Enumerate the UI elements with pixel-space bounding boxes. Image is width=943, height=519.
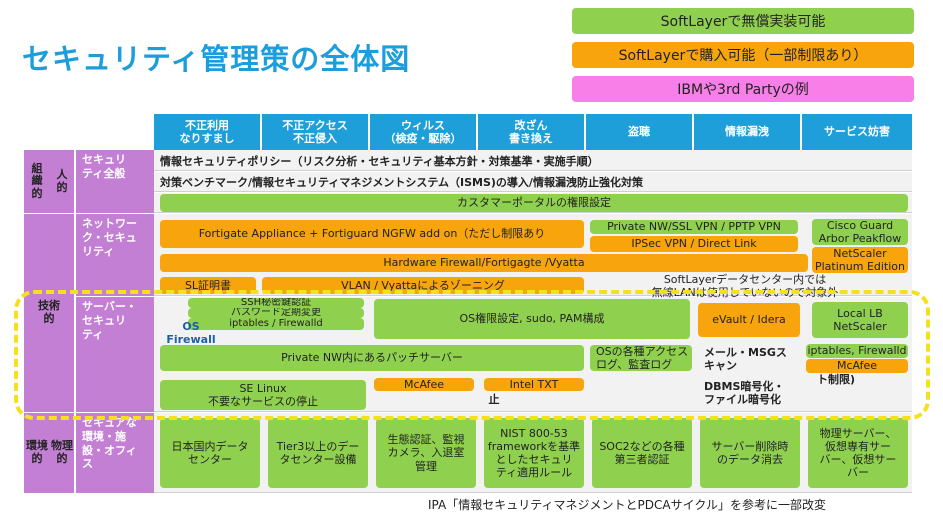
private-vpn-box: Private NW/SSL VPN / PPTP VPN <box>590 220 798 234</box>
subcategory-server: サーバー・ セキュリ ティ <box>76 297 154 412</box>
tier3-box: Tier3以上のデー タセンター設備 <box>268 418 368 488</box>
mcafee-right-box: McAfee <box>806 359 908 373</box>
category-organizational: 組 織 的 <box>24 150 50 213</box>
header-intrusion: 不正アクセス 不正侵入 <box>262 114 368 150</box>
hardware-firewall-box: Hardware Firewall/Fortigagte /Vyatta <box>160 254 808 272</box>
legend-free: SoftLayerで無償実装可能 <box>572 8 914 34</box>
header-tampering: 改ざん 書き換え <box>478 114 584 150</box>
header-eavesdrop: 盗聴 <box>586 114 692 150</box>
dbms-label: DBMS暗号化・ ファイル暗号化 <box>704 379 785 406</box>
customer-portal-box: カスタマーポータルの権限設定 <box>160 194 908 212</box>
cisco-box: Cisco Guard Arbor Peakflow <box>812 219 908 245</box>
legend-free-label: SoftLayerで無償実装可能 <box>660 14 826 30</box>
ssh-box: SSH秘密鍵認証 <box>188 298 364 308</box>
legend-purchase-label: SoftLayerで購入可能（一部制限あり） <box>618 48 868 64</box>
password-box: パスワード定期変更 <box>188 308 364 318</box>
header-impersonation: 不正利用 なりすまし <box>154 114 260 150</box>
grid-row-policy <box>154 150 912 171</box>
evault-box: eVault / Idera <box>698 303 800 337</box>
ipsec-box: IPSec VPN / Direct Link <box>590 236 798 252</box>
patch-server-box: Private NW内にあるパッチサーバー <box>160 345 584 371</box>
header-virus: ウィルス （検疫・駆除） <box>370 114 476 150</box>
benchmark-text: 対策ベンチマーク/情報セキュリティマネジメントシステム（ISMS)の導入/情報漏… <box>160 176 643 189</box>
mail-scan-label: メール・MSGス キャン <box>704 345 787 372</box>
netscaler-platinum-box: NetScaler Platinum Edition <box>812 247 908 273</box>
vlan-box: VLAN / Vyattaによるゾーニング <box>262 277 584 294</box>
highlight-dashed-frame <box>14 290 930 420</box>
legend-3rd-party: IBMや3rd Partyの例 <box>572 76 914 102</box>
page-title: セキュリティ管理策の全体図 <box>22 42 411 76</box>
category-technical: 技術 的 <box>24 214 74 412</box>
iptables2-box: iptables, Firewalld <box>806 344 908 358</box>
category-personal: 人 的 <box>50 150 74 213</box>
physical-server-box: 物理サーバー、 仮想専有サー バー、仮想サー バー <box>808 418 908 488</box>
os-auth-box: OS権限設定, sudo, PAM構成 <box>374 299 690 339</box>
host-ids-label: ト制限) <box>816 373 856 387</box>
header-dos: サービス妨害 <box>802 114 912 150</box>
iptables-firewalld-box: iptables / Firewalld <box>188 318 364 330</box>
intel-txt-box: Intel TXT <box>484 378 584 391</box>
intel-sub-label: 止 <box>488 393 500 407</box>
footer-note: IPA「情報セキュリティマネジメントとPDCAサイクル」を参考に一部改変 <box>428 498 826 512</box>
category-environmental: 環境 的 <box>24 413 50 493</box>
subcategory-security-overall: セキュリ ティ全般 <box>76 150 154 213</box>
soc2-box: SOC2などの各種 第三者認証 <box>592 418 692 488</box>
category-physical: 物理 的 <box>50 413 74 493</box>
os-log-box: OSの各種アクセス ログ、監査ログ <box>590 345 692 371</box>
legend-purchase: SoftLayerで購入可能（一部制限あり） <box>572 42 914 68</box>
subcategory-network: ネットワー ク・セキュ リティ <box>76 214 154 296</box>
selinux-box: SE Linux 不要なサービスの停止 <box>160 380 366 410</box>
policy-text: 情報セキュリティポリシー（リスク分析・セキュリティ基本方針・対策基準・実施手順） <box>160 154 599 168</box>
biometric-box: 生態認証、監視 カメラ、入退室 管理 <box>376 418 476 488</box>
legend-3rd-party-label: IBMや3rd Partyの例 <box>677 82 809 98</box>
grid-row-benchmark <box>154 172 912 192</box>
subcategory-facility: セキュアな 環境・施 設・オフィ ス <box>76 413 154 493</box>
header-leakage: 情報漏洩 <box>694 114 800 150</box>
domestic-dc-box: 日本国内データ センター <box>160 418 260 488</box>
nist-box: NIST 800-53 frameworkを基準 としたセキュリ ティ適用ルール <box>484 418 584 488</box>
fortigate-box: Fortigate Appliance + Fortiguard NGFW ad… <box>160 220 584 248</box>
local-lb-box: Local LB NetScaler <box>812 302 908 338</box>
ssl-cert-box: SL証明書 <box>160 277 256 294</box>
data-erase-box: サーバー削除時 のデータ消去 <box>700 418 800 488</box>
mcafee-box: McAfee <box>374 378 474 391</box>
